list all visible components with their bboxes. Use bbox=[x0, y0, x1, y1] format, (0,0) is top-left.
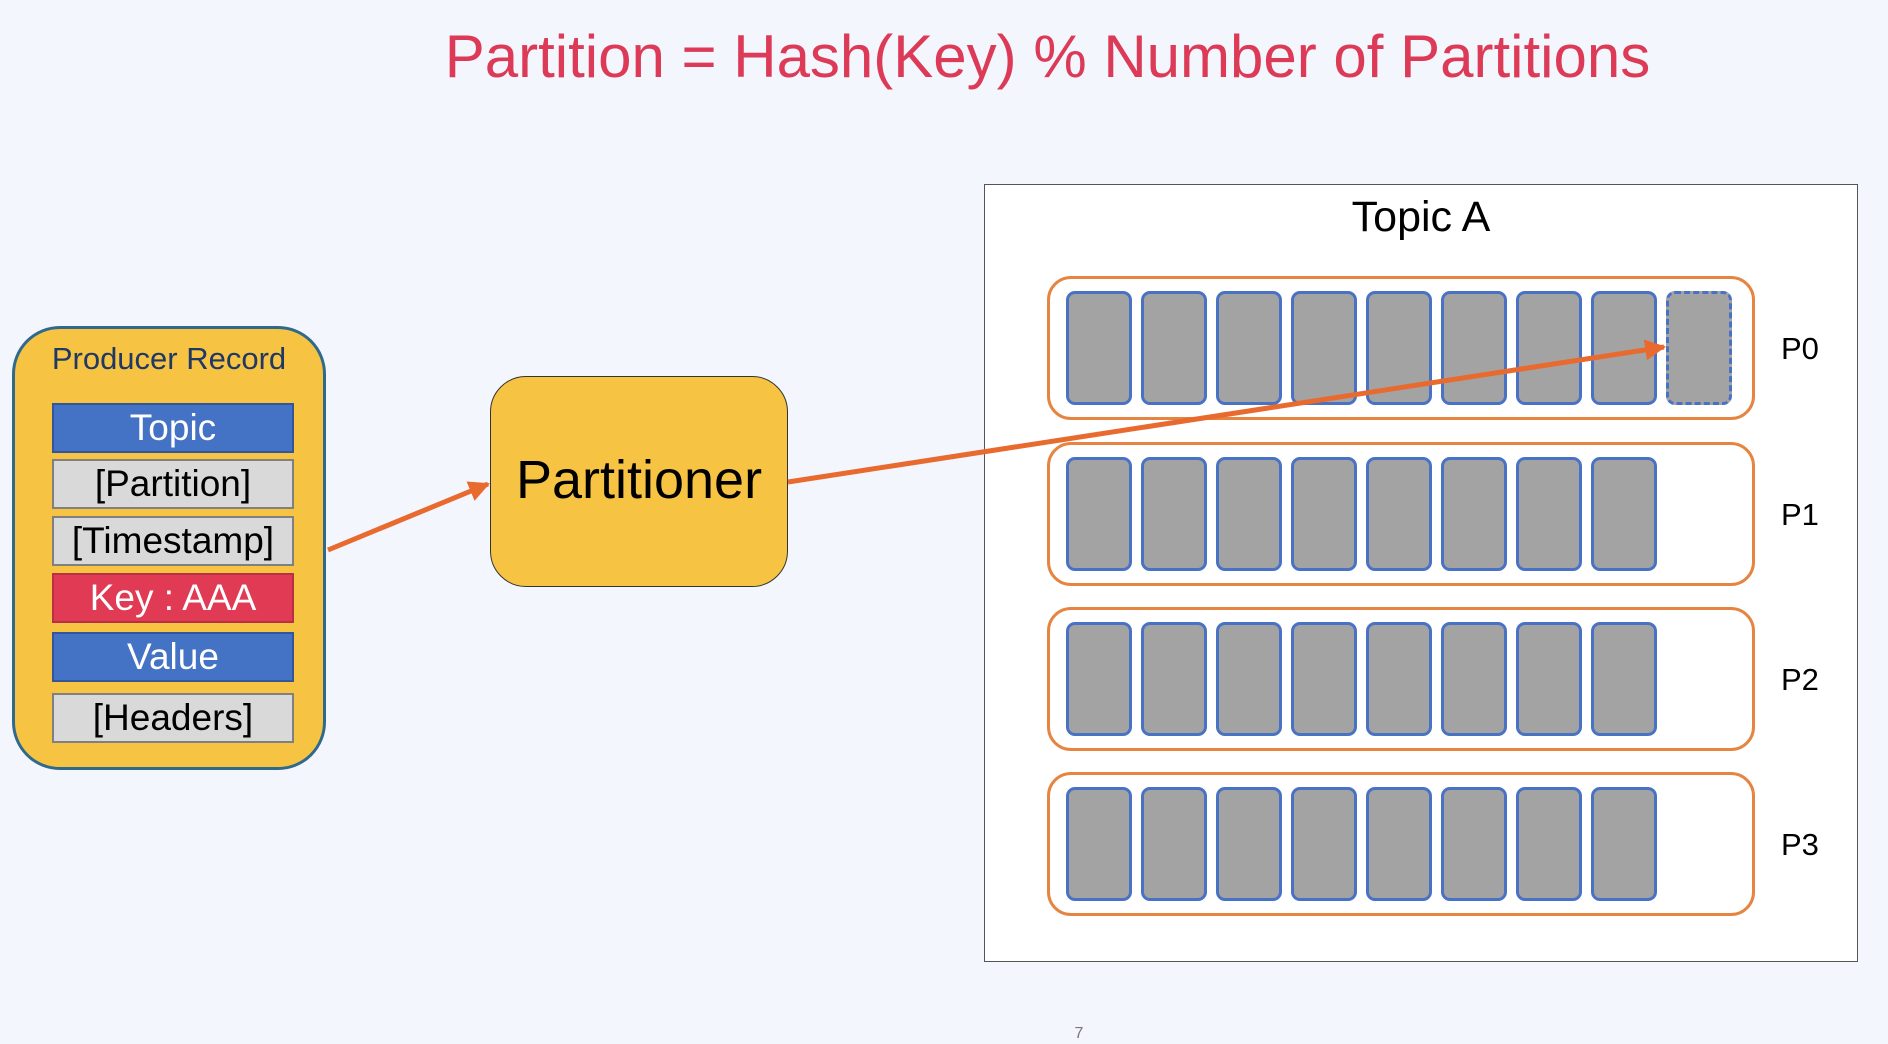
message-block bbox=[1291, 787, 1357, 901]
message-block bbox=[1216, 291, 1282, 405]
field-topic: Topic bbox=[52, 403, 294, 453]
message-block bbox=[1591, 787, 1657, 901]
field-headers: [Headers] bbox=[52, 693, 294, 743]
partition-label-p2: P2 bbox=[1781, 662, 1819, 697]
message-block bbox=[1291, 622, 1357, 736]
message-block bbox=[1066, 622, 1132, 736]
message-block bbox=[1216, 787, 1282, 901]
field-value: Value bbox=[52, 632, 294, 682]
message-block bbox=[1441, 457, 1507, 571]
message-block bbox=[1141, 457, 1207, 571]
topic-a-box: Topic A P0 P1 P2 bbox=[984, 184, 1858, 962]
field-partition: [Partition] bbox=[52, 459, 294, 509]
topic-title: Topic A bbox=[1351, 193, 1491, 241]
message-block bbox=[1591, 622, 1657, 736]
message-block bbox=[1591, 457, 1657, 571]
message-block bbox=[1516, 622, 1582, 736]
message-block bbox=[1141, 291, 1207, 405]
message-block bbox=[1216, 457, 1282, 571]
partitioner-box: Partitioner bbox=[490, 376, 788, 587]
partition-label-p0: P0 bbox=[1781, 331, 1819, 366]
message-block bbox=[1591, 291, 1657, 405]
message-block bbox=[1066, 787, 1132, 901]
message-block bbox=[1291, 291, 1357, 405]
message-block bbox=[1441, 622, 1507, 736]
message-block bbox=[1516, 787, 1582, 901]
partition-p3 bbox=[1047, 772, 1755, 916]
message-block bbox=[1366, 457, 1432, 571]
message-block bbox=[1141, 787, 1207, 901]
partition-p2 bbox=[1047, 607, 1755, 751]
producer-record-title: Producer Record bbox=[51, 341, 287, 376]
new-message-block bbox=[1666, 291, 1732, 405]
page-number: 7 bbox=[1074, 1025, 1084, 1042]
message-block bbox=[1066, 291, 1132, 405]
message-block bbox=[1366, 622, 1432, 736]
field-key: Key : AAA bbox=[52, 573, 294, 623]
message-block bbox=[1441, 291, 1507, 405]
message-block bbox=[1216, 622, 1282, 736]
message-block bbox=[1366, 787, 1432, 901]
message-block bbox=[1441, 787, 1507, 901]
field-timestamp: [Timestamp] bbox=[52, 516, 294, 566]
producer-record: Producer Record Topic [Partition] [Times… bbox=[12, 326, 326, 770]
partition-p1 bbox=[1047, 442, 1755, 586]
message-block bbox=[1516, 457, 1582, 571]
partition-p0 bbox=[1047, 276, 1755, 420]
message-block bbox=[1141, 622, 1207, 736]
slide-title: Partition = Hash(Key) % Number of Partit… bbox=[444, 23, 1651, 90]
partition-label-p3: P3 bbox=[1781, 827, 1819, 862]
partition-label-p1: P1 bbox=[1781, 497, 1819, 532]
message-block bbox=[1291, 457, 1357, 571]
message-block bbox=[1366, 291, 1432, 405]
message-block bbox=[1516, 291, 1582, 405]
arrow-record-to-partitioner bbox=[327, 481, 490, 553]
message-block bbox=[1066, 457, 1132, 571]
